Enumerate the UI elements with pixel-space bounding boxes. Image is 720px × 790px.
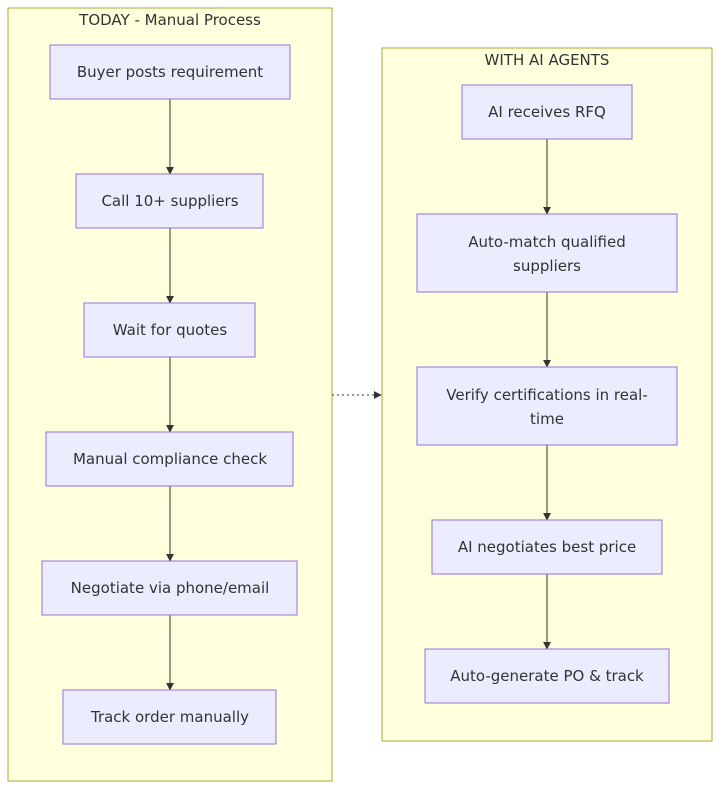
node-manual-compliance-check: Manual compliance check bbox=[45, 431, 294, 487]
node-label-line-1: Verify certifications in real- bbox=[446, 386, 648, 404]
node-box bbox=[83, 302, 256, 358]
node-label-line-1: Auto-match qualified bbox=[468, 233, 625, 251]
node-label: Auto-generate PO & track bbox=[450, 667, 644, 685]
node-track-order-manually: Track order manually bbox=[62, 689, 277, 745]
node-label-line-2: suppliers bbox=[513, 257, 581, 275]
node-negotiate-via-phone-email: Negotiate via phone/email bbox=[41, 560, 298, 616]
node-box bbox=[75, 173, 264, 229]
node-label: Manual compliance check bbox=[73, 450, 267, 468]
node-box bbox=[461, 84, 633, 140]
node-ai-receives-rfq: AI receives RFQ bbox=[461, 84, 633, 140]
node-auto-generate-po: Auto-generate PO & track bbox=[424, 648, 670, 704]
node-box bbox=[416, 366, 678, 446]
node-box bbox=[431, 519, 663, 575]
node-call-suppliers: Call 10+ suppliers bbox=[75, 173, 264, 229]
node-box bbox=[424, 648, 670, 704]
node-wait-for-quotes: Wait for quotes bbox=[83, 302, 256, 358]
subgraph-today-title: TODAY - Manual Process bbox=[78, 11, 261, 29]
node-label: Wait for quotes bbox=[113, 321, 228, 339]
node-box bbox=[416, 213, 678, 293]
node-label: Buyer posts requirement bbox=[77, 63, 263, 81]
node-label: Negotiate via phone/email bbox=[71, 579, 270, 597]
node-label: Call 10+ suppliers bbox=[101, 192, 238, 210]
node-buyer-posts-requirement: Buyer posts requirement bbox=[49, 44, 291, 100]
node-verify-certifications: Verify certifications in real- time bbox=[416, 366, 678, 446]
subgraph-ai-title: WITH AI AGENTS bbox=[485, 51, 610, 69]
node-box bbox=[62, 689, 277, 745]
node-box bbox=[45, 431, 294, 487]
node-auto-match-suppliers: Auto-match qualified suppliers bbox=[416, 213, 678, 293]
node-box bbox=[41, 560, 298, 616]
node-label-line-2: time bbox=[530, 410, 564, 428]
node-label: AI negotiates best price bbox=[458, 538, 636, 556]
node-label: AI receives RFQ bbox=[488, 103, 606, 121]
node-ai-negotiates-best-price: AI negotiates best price bbox=[431, 519, 663, 575]
node-label: Track order manually bbox=[90, 708, 249, 726]
node-box bbox=[49, 44, 291, 100]
